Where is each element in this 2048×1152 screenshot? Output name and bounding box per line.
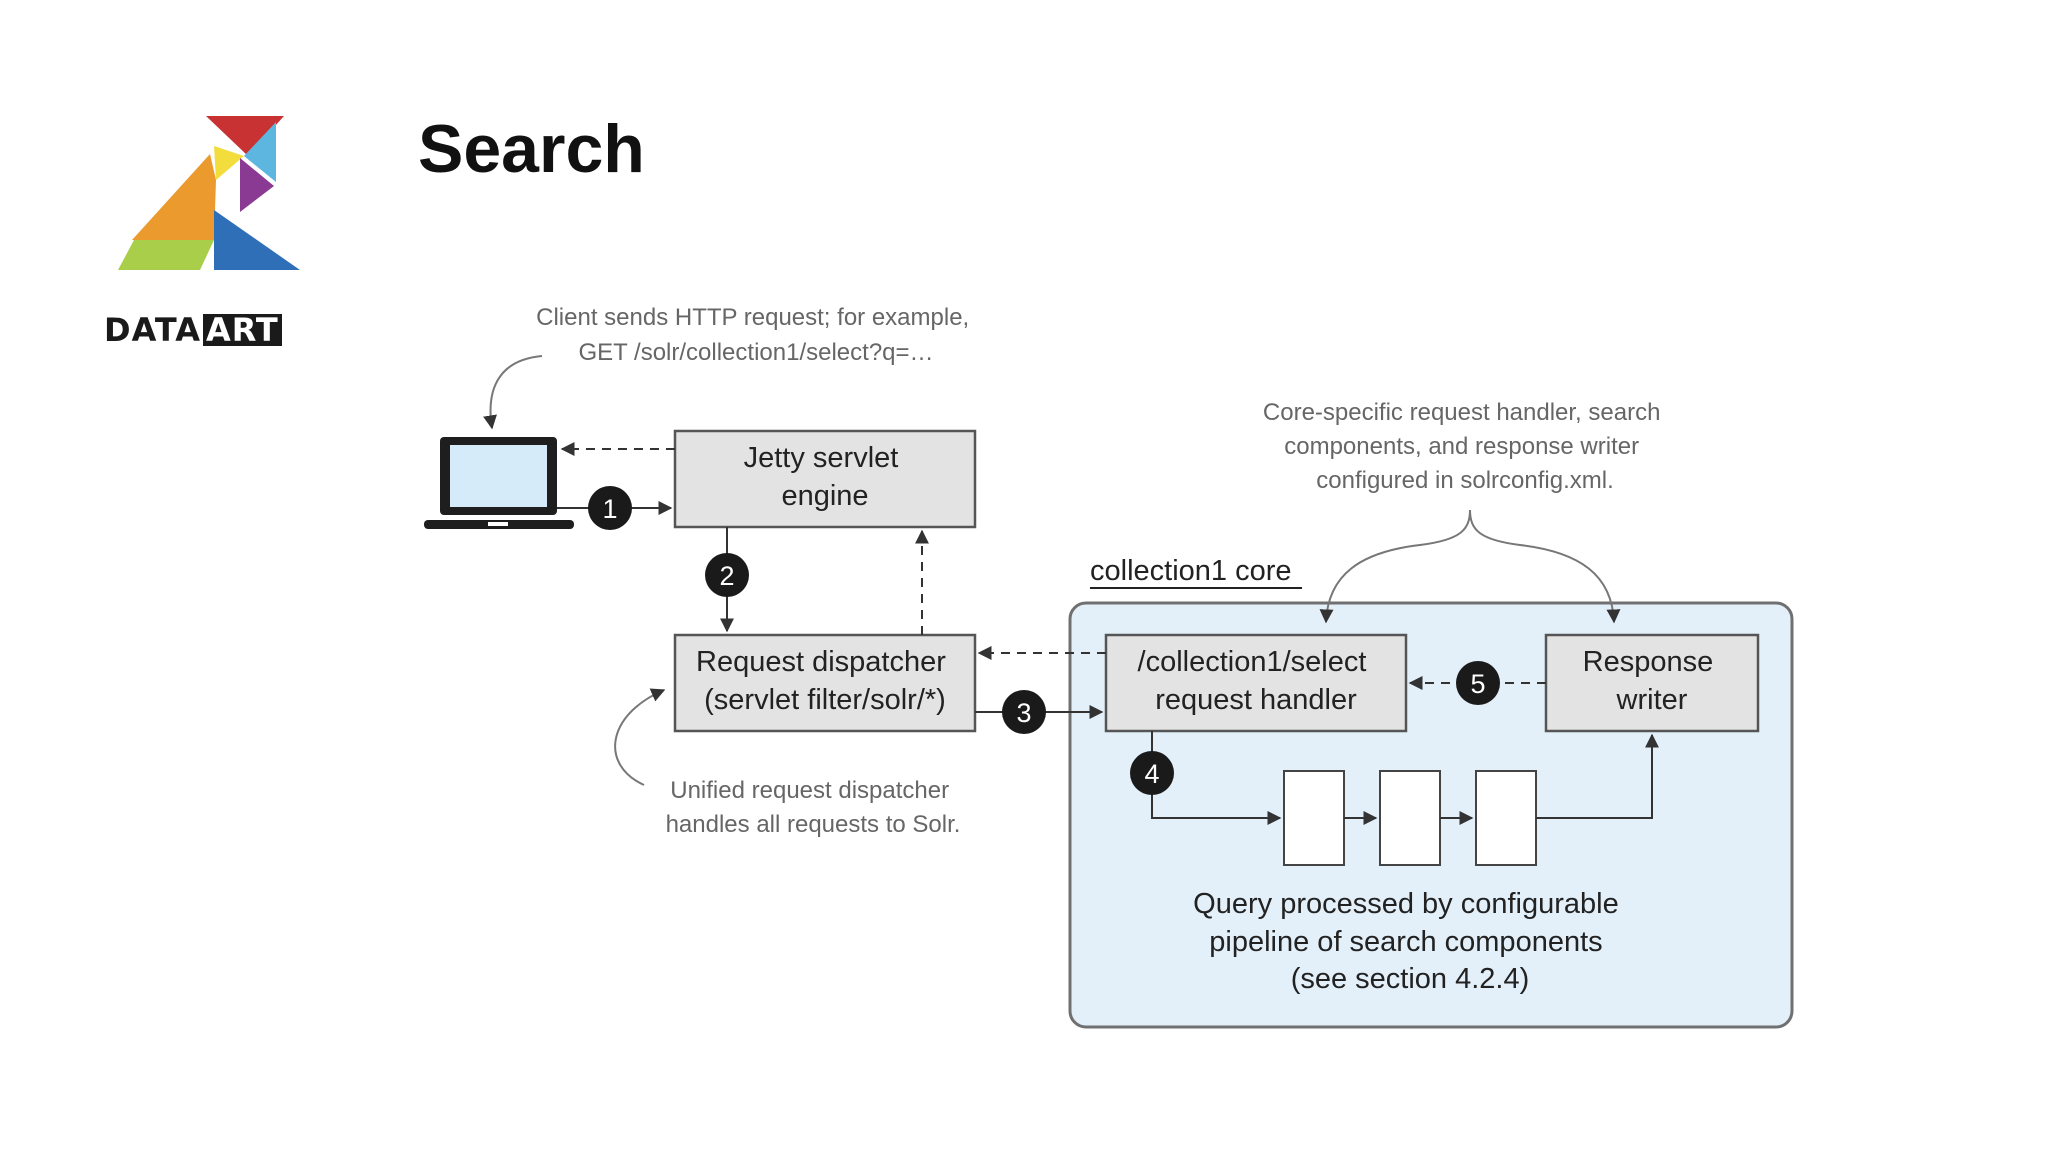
logo-text-art: ART [202,314,282,346]
core-note-brace-left [1319,509,1471,624]
svg-text:3: 3 [1016,698,1031,728]
dispatcher-note-pointer [614,688,666,786]
request-handler-label: /collection1/select request handler [1138,646,1375,716]
step-badge-1: 1 [588,486,632,530]
svg-text:2: 2 [719,561,734,591]
client-request-note: Client sends HTTP request; for example, … [536,304,976,366]
slide-title: Search [418,111,645,187]
core-note-brace-right [1469,509,1621,624]
client-note-pointer [483,355,543,430]
svg-text:1: 1 [602,494,617,524]
pipeline-note: Query processed by configurable pipeline… [1193,888,1627,995]
svg-text:5: 5 [1470,669,1485,699]
svg-text:4: 4 [1144,759,1159,789]
logo-text-data: DATA [104,311,201,349]
dataart-logo-mark [118,116,300,270]
arrow-pipeline-to-writer [1536,733,1659,819]
response-writer-label: Response writer [1583,646,1722,716]
step-badge-5: 5 [1456,661,1500,705]
laptop-icon [424,437,574,529]
request-dispatcher-label: Request dispatcher (servlet filter/solr/… [696,646,954,716]
jetty-servlet-engine-label: Jetty servlet engine [744,442,907,512]
step-badge-3: 3 [1002,690,1046,734]
jetty-servlet-engine-box [673,429,977,529]
request-handler-box [1104,633,1408,733]
request-dispatcher-box [673,633,977,733]
search-component-box-1 [1283,770,1345,866]
core-config-note: Core-specific request handler, search co… [1263,399,1667,494]
response-writer-box [1544,633,1760,733]
step-badge-2: 2 [705,553,749,597]
search-component-box-2 [1379,770,1441,866]
collection1-core-label: collection1 core [1090,555,1292,587]
dispatcher-note: Unified request dispatcher handles all r… [666,777,961,838]
search-component-box-3 [1475,770,1537,866]
step-badge-4: 4 [1130,751,1174,795]
